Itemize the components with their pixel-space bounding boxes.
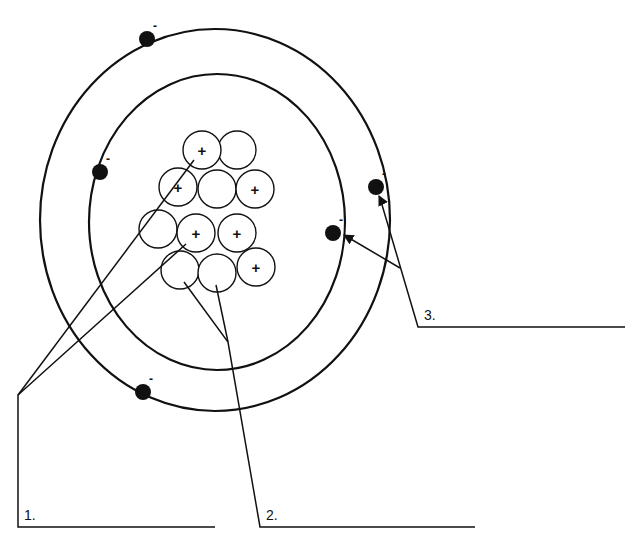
charge-sign: + [198, 143, 207, 158]
charge-sign: - [382, 168, 386, 180]
proton [218, 214, 256, 252]
leader-arrow [344, 235, 400, 268]
callout-number: 1. [24, 508, 36, 522]
callout-number: 3. [424, 308, 436, 322]
electron [368, 179, 384, 195]
leader-line [18, 244, 215, 527]
neutron [139, 210, 177, 248]
charge-sign: + [192, 226, 201, 241]
electron [325, 225, 341, 241]
charge-sign: - [153, 20, 157, 32]
charge-sign: + [174, 180, 183, 195]
charge-sign: - [339, 214, 343, 226]
charge-sign: - [149, 373, 153, 385]
charge-sign: + [252, 260, 261, 275]
charge-sign: + [251, 182, 260, 197]
leader-arrow [379, 196, 380, 198]
neutron [161, 251, 199, 289]
leader-line [380, 198, 625, 327]
charge-sign: + [233, 226, 242, 241]
proton [237, 248, 275, 286]
leader-line [18, 160, 194, 395]
callout-number: 2. [266, 508, 278, 522]
leader-lines [18, 160, 625, 527]
electrons [92, 31, 384, 400]
electron [135, 384, 151, 400]
electron [139, 31, 155, 47]
inner-orbit [89, 74, 345, 370]
charge-sign: - [106, 153, 110, 165]
leader-line [216, 285, 228, 342]
neutron [218, 131, 256, 169]
neutron [198, 170, 236, 208]
proton [183, 131, 221, 169]
outer-orbit [40, 29, 390, 411]
proton [236, 170, 274, 208]
leader-line [184, 282, 475, 527]
electron [92, 164, 108, 180]
